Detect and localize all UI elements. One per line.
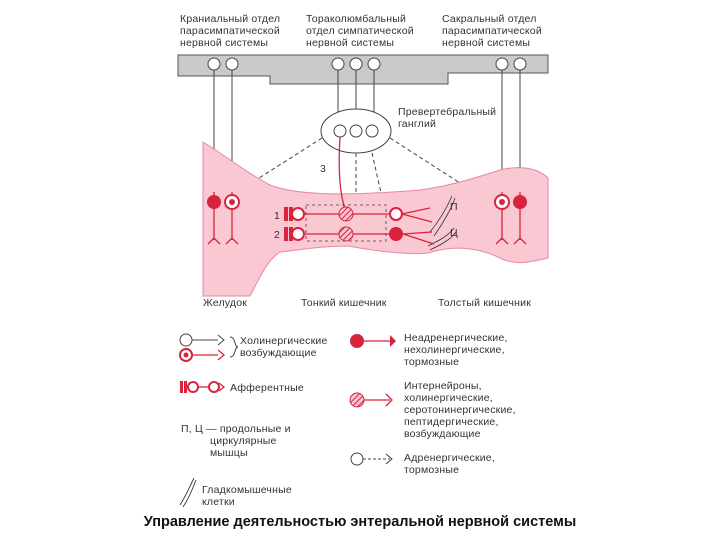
header-sacral-label: Сакральный отдел парасимпатической нервн… (442, 13, 542, 49)
svg-text:клетки: клетки (202, 496, 235, 508)
ganglion-neurons (333, 124, 379, 138)
legend-smooth-muscle-symbol (179, 477, 197, 508)
enteric-circuit-2 (284, 226, 435, 245)
svg-text:мышцы: мышцы (210, 447, 248, 459)
marker-p: П (450, 201, 458, 213)
svg-text:Тораколюмбальный: Тораколюмбальный (306, 13, 406, 25)
svg-text:возбуждающие: возбуждающие (240, 347, 317, 359)
svg-text:тормозные: тормозные (404, 464, 459, 476)
legend-pc-note: П, Ц — продольные и циркулярные мышцы (181, 423, 291, 459)
legend-afferent-symbol (180, 381, 226, 393)
legend-nonadrenergic-label: Неадренергические, нехолинергические, то… (404, 332, 508, 368)
legend-adrenergic-symbol (350, 452, 393, 466)
svg-text:ганглий: ганглий (398, 118, 436, 130)
legend-cholinergic-symbol (179, 333, 239, 362)
region-small-intestine: Тонкий кишечник (301, 297, 387, 309)
cranial-gut-neurons (207, 192, 240, 245)
svg-text:пептидергические,: пептидергические, (404, 416, 499, 428)
dashed-box (305, 204, 387, 242)
svg-text:парасимпатической: парасимпатической (442, 25, 542, 37)
sacral-gut-neurons (494, 192, 527, 245)
svg-text:отдел симпатической: отдел симпатической (306, 25, 414, 37)
spinal-cord-bar (177, 54, 549, 85)
marker-3: 3 (320, 163, 326, 175)
svg-text:парасимпатической: парасимпатической (180, 25, 280, 37)
svg-text:нервной системы: нервной системы (306, 37, 394, 49)
svg-text:холинергические,: холинергические, (404, 392, 493, 404)
region-large-intestine: Толстый кишечник (438, 297, 531, 309)
enteric-circuit-1 (284, 206, 433, 223)
svg-text:Интернейроны,: Интернейроны, (404, 380, 482, 392)
svg-text:тормозные: тормозные (404, 356, 459, 368)
legend-nonadrenergic-symbol (350, 334, 396, 348)
svg-text:нервной системы: нервной системы (442, 37, 530, 49)
svg-text:возбуждающие: возбуждающие (404, 428, 481, 440)
svg-text:Адренергические,: Адренергические, (404, 452, 495, 464)
marker-ts: Ц (450, 227, 458, 239)
legend-interneuron-label: Интернейроны, холинергические, серотонин… (404, 380, 516, 440)
legend-smooth-muscle-label: Гладкомышечные клетки (202, 484, 292, 508)
svg-text:нехолинергические,: нехолинергические, (404, 344, 505, 356)
legend-afferent-label: Афферентные (230, 382, 304, 394)
svg-text:циркулярные: циркулярные (210, 435, 277, 447)
legend-adrenergic-label: Адренергические, тормозные (404, 452, 495, 476)
smooth-muscle-fibres (427, 195, 457, 251)
svg-text:нервной системы: нервной системы (180, 37, 268, 49)
header-cranial-label: Краниальный отдел парасимпатической нерв… (180, 13, 280, 49)
svg-text:Сакральный отдел: Сакральный отдел (442, 13, 537, 25)
svg-text:Краниальный отдел: Краниальный отдел (180, 13, 280, 25)
ganglion-label: Превертебральный ганглий (398, 106, 496, 130)
legend-cholinergic-label: Холинергические возбуждающие (240, 335, 328, 359)
marker-1: 1 (274, 210, 280, 222)
marker-2: 2 (274, 229, 280, 241)
svg-text:Превертебральный: Превертебральный (398, 106, 496, 118)
gut-tissue (202, 141, 549, 297)
svg-text:П, Ц — продольные и: П, Ц — продольные и (181, 423, 291, 435)
legend-interneuron-symbol (349, 392, 393, 408)
svg-text:Гладкомышечные: Гладкомышечные (202, 484, 292, 496)
svg-text:Неадренергические,: Неадренергические, (404, 332, 508, 344)
header-thoracolumbar-label: Тораколюмбальный отдел симпатической нер… (306, 13, 414, 49)
region-stomach: Желудок (203, 297, 247, 309)
svg-text:Холинергические: Холинергические (240, 335, 328, 347)
svg-text:серотонинергические,: серотонинергические, (404, 404, 516, 416)
figure-caption: Управление деятельностью энтеральной нер… (143, 514, 577, 530)
